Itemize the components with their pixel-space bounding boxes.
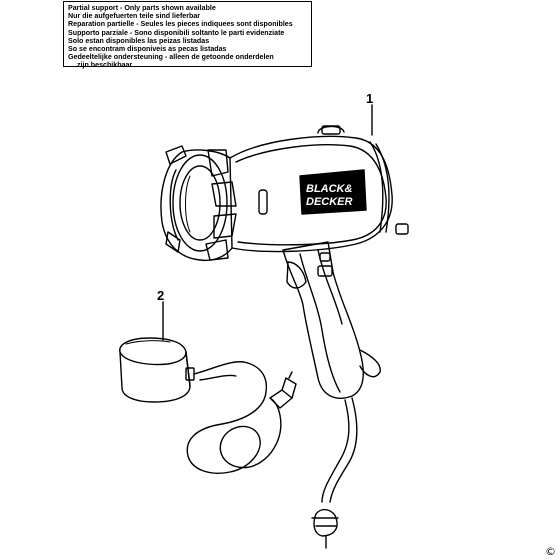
brand-line-2: DECKER — [306, 196, 353, 208]
notice-line-fr: Reparation partielle - Seules les pieces… — [68, 20, 293, 29]
notice-line-de: Nur die aufgefuerten teile sind lieferba… — [68, 12, 201, 21]
charger-body — [119, 337, 191, 403]
charger-cable — [186, 361, 282, 474]
partial-support-notice: Partial support - Only parts shown avail… — [63, 1, 312, 70]
copyright-mark: © — [545, 545, 556, 558]
trigger — [286, 261, 307, 289]
part-number-2: 2 — [157, 288, 165, 303]
notice-line-it: Supporto parziale - Sono disponibili sol… — [68, 28, 285, 37]
spotlight-handle — [282, 241, 364, 399]
brand-line-1: BLACK& — [306, 183, 352, 195]
lanyard — [311, 349, 381, 549]
notice-line-nl-cont: zijn beschikbaar — [77, 61, 133, 70]
dc-plug — [269, 371, 297, 409]
spotlight-drawing — [160, 125, 409, 399]
spotlight-body — [229, 135, 393, 253]
notice-line-en: Partial support - Only parts shown avail… — [68, 4, 216, 12]
part-number-1: 1 — [366, 91, 374, 106]
charger-drawing — [119, 337, 297, 474]
brand-logo: BLACK& DECKER — [299, 169, 367, 215]
notice-line-pt: So se encontram disponiveis as pecas lis… — [68, 45, 227, 54]
notice-line-nl: Gedeeltelijke ondersteuning - alleen de … — [68, 53, 274, 62]
notice-line-es: Solo estan disponibles las peizas listad… — [68, 36, 210, 45]
